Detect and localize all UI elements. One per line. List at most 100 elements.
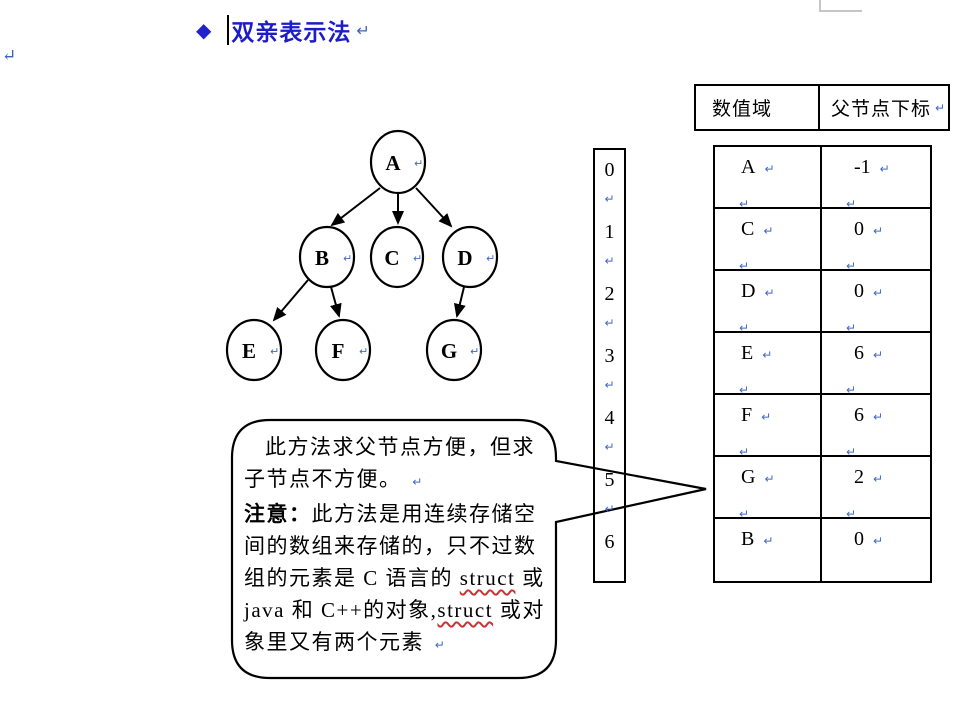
paragraph-mark-icon: ↵ xyxy=(846,321,857,335)
tree-node-ellipse xyxy=(369,129,427,195)
callout-line-text: 子节点不方便。 xyxy=(244,467,402,491)
tree-edge-d-g xyxy=(453,286,466,318)
tree-node-label: G xyxy=(441,339,457,363)
cell-value: G xyxy=(741,466,756,488)
paragraph-mark-icon: ↵ xyxy=(761,410,772,424)
paragraph-mark-icon: ↵ xyxy=(604,192,615,206)
spellcheck-flagged-word: struct xyxy=(459,566,516,590)
cell-value: 6 xyxy=(854,342,864,364)
parent-cell: 2↵ ↵ xyxy=(822,457,930,521)
callout-line-text: 此方法是用连续存储空 xyxy=(311,502,537,526)
paragraph-mark-icon: ↵ xyxy=(846,507,857,521)
callout-line-text: 象里又有两个元素 xyxy=(244,630,424,654)
callout-line-2: 子节点不方便。 ↵ xyxy=(244,463,550,498)
paragraph-mark-icon: ↵ xyxy=(846,383,857,397)
cell-value: 0 xyxy=(854,528,864,550)
paragraph-mark-icon: ↵ xyxy=(873,410,884,424)
paragraph-mark-icon: ↵ xyxy=(873,286,884,300)
paragraph-mark-icon: ↵ xyxy=(739,507,750,521)
tree-node-label: E xyxy=(242,339,256,363)
paragraph-mark-icon: ↵ xyxy=(763,224,774,238)
tree-node-d: D ↵ xyxy=(441,225,499,289)
tree-node-b: B ↵ xyxy=(298,225,356,289)
paragraph-mark-icon: ↵ xyxy=(739,445,750,459)
paragraph-mark-icon: ↵ xyxy=(764,286,775,300)
paragraph-mark-icon: ↵ xyxy=(762,348,773,362)
tree-node-ellipse xyxy=(314,318,372,382)
tree-node-c: C ↵ xyxy=(369,225,425,289)
return-mark-icon: ↵ xyxy=(356,20,370,40)
paragraph-mark-icon: ↵ xyxy=(604,502,615,516)
callout-line-7: 象里又有两个元素 ↵ xyxy=(244,626,550,661)
cell-value: C xyxy=(741,218,755,240)
paragraph-mark-icon: ↵ xyxy=(764,162,775,176)
paragraph-mark-icon: ↵ xyxy=(434,638,445,652)
tree-edge-a-b xyxy=(330,187,381,227)
cell-value: B xyxy=(741,528,755,550)
value-cell: F ↵ ↵ xyxy=(715,395,822,459)
paragraph-mark-icon: ↵ xyxy=(879,162,890,176)
tree-node-a: A ↵ xyxy=(369,129,427,195)
index-value: 2 xyxy=(604,283,615,305)
callout-line-text: 组的元素是 C 语言的 xyxy=(244,566,460,590)
header-cell-parent-index: 父节点下标 ↵ xyxy=(820,86,948,129)
tree-edge-b-e xyxy=(272,279,309,322)
cell-value: E xyxy=(741,342,754,364)
header-label: 父节点下标 xyxy=(831,99,932,120)
parent-cell: 0↵ xyxy=(822,519,930,581)
spellcheck-flagged-word: struct xyxy=(437,598,494,622)
value-cell: E↵ ↵ xyxy=(715,333,822,396)
parent-cell: -1 ↵ ↵ xyxy=(822,147,930,211)
tree-edge-a-d xyxy=(415,187,453,228)
callout-line-5: 组的元素是 C 语言的 struct 或 xyxy=(244,562,550,594)
callout-line-3: 注意：此方法是用连续存储空 xyxy=(244,498,550,530)
parent-cell: 6 ↵ ↵ xyxy=(822,333,930,397)
paragraph-mark-icon: ↵ xyxy=(846,197,857,211)
index-value: 6 xyxy=(604,531,615,553)
page-title: 双亲表示法 xyxy=(231,20,352,45)
paragraph-mark-icon: ↵ xyxy=(739,259,750,273)
callout-line-1: 此方法求父节点方便，但求 xyxy=(265,435,535,459)
paragraph-mark-icon: ↵ xyxy=(604,440,615,454)
header-cell-value-field: 数值域 xyxy=(696,86,820,129)
paragraph-mark-icon: ↵ xyxy=(270,345,279,358)
paragraph-mark-icon: ↵ xyxy=(604,316,615,330)
index-value: 3 xyxy=(604,345,615,367)
value-cell: D↵ ↵ xyxy=(715,271,822,334)
paragraph-mark-icon: ↵ xyxy=(846,259,857,273)
tree-node-ellipse xyxy=(225,318,283,382)
paragraph-mark-icon: ↵ xyxy=(763,534,774,548)
tree-node-ellipse xyxy=(369,225,425,289)
callout-line-text: java 和 C++的对象, xyxy=(244,598,438,622)
callout-line-6: java 和 C++的对象,struct 或对 xyxy=(244,594,550,626)
paragraph-mark-icon: ↵ xyxy=(873,534,884,548)
paragraph-mark-icon: ↵ xyxy=(739,197,750,211)
paragraph-mark-icon: ↵ xyxy=(873,348,884,362)
paragraph-mark-icon: ↵ xyxy=(846,445,857,459)
tree-node-label: D xyxy=(457,246,472,270)
cell-value: -1 xyxy=(854,156,871,178)
diamond-bullet-icon: ◆ xyxy=(196,18,212,42)
paragraph-mark-icon: ↵ xyxy=(414,157,423,170)
parent-cell: 0 ↵ ↵ xyxy=(822,271,930,335)
tree-node-label: C xyxy=(384,246,399,270)
cell-value: 6 xyxy=(854,404,864,426)
parent-cell: 0↵ ↵ xyxy=(822,209,930,273)
paragraph-mark-icon: ↵ xyxy=(873,224,884,238)
paragraph-mark-icon: ↵ xyxy=(604,254,615,268)
text-cursor xyxy=(227,15,230,45)
callout-line-text: 或 xyxy=(515,566,545,590)
paragraph-mark-icon: ↵ xyxy=(935,100,947,115)
cell-value: 0 xyxy=(854,280,864,302)
callout-text: 此方法求父节点方便，但求 子节点不方便。 ↵ 注意：此方法是用连续存储空 间的数… xyxy=(244,431,550,661)
cell-value: F xyxy=(741,404,753,426)
paragraph-mark-icon: ↵ xyxy=(413,252,422,265)
tree-edge-b-f xyxy=(330,286,342,318)
index-value: 0 xyxy=(604,159,615,181)
index-value: 1 xyxy=(604,221,615,243)
slide-title-row: ◆ 双亲表示法 ↵ xyxy=(196,13,370,47)
tree-node-ellipse xyxy=(425,318,483,382)
paragraph-mark-icon: ↵ xyxy=(359,345,368,358)
parent-array-table: A↵ ↵ -1↵ ↵ C↵ ↵ 0↵ ↵ D↵ ↵ 0↵ ↵ E↵ ↵ xyxy=(713,145,932,583)
